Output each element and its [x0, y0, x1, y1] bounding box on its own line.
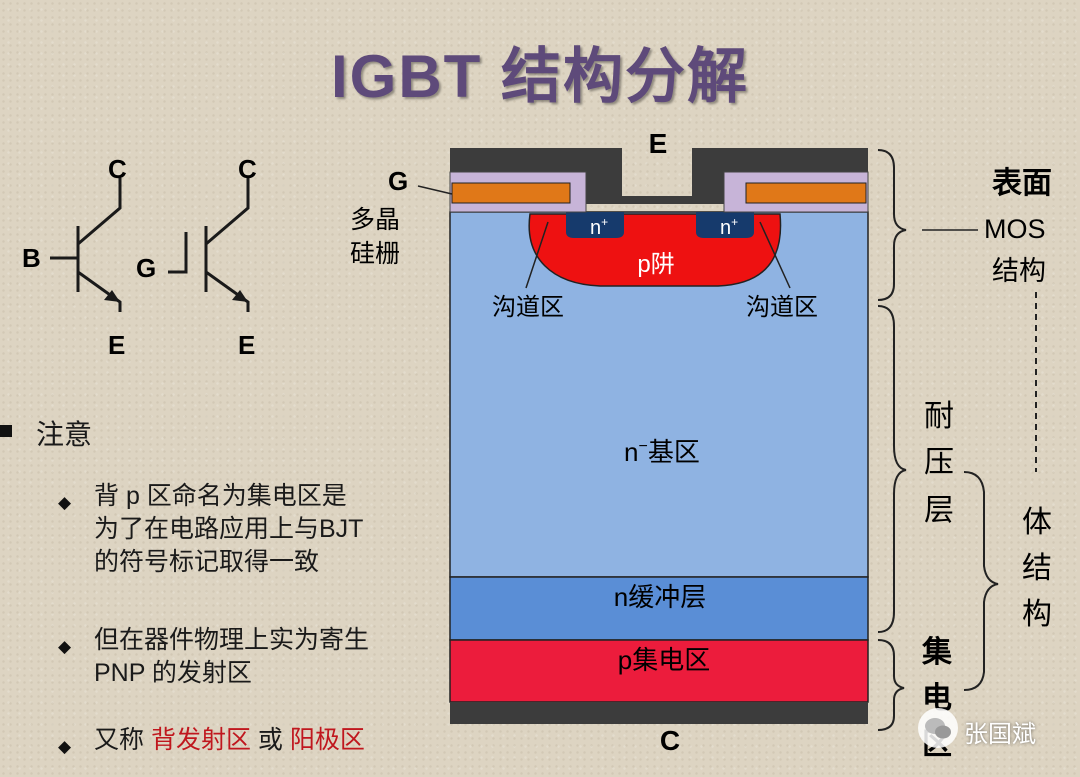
mos-label: MOS — [984, 214, 1046, 244]
diamond-bullet-icon: ◆ — [58, 493, 72, 512]
collector-region-label: p集电区 — [618, 645, 710, 675]
collector-char-1: 集 — [921, 636, 953, 669]
withstand-char-1: 耐 — [924, 400, 954, 433]
n-plus-right — [696, 212, 754, 238]
note-1-line-2: 为了在电路应用上与BJT — [94, 515, 364, 543]
gate-poly-right — [745, 182, 867, 204]
igbt-arrow-icon — [232, 290, 248, 302]
note-2-line-2: PNP 的发射区 — [94, 659, 252, 687]
channel-left-label: 沟道区 — [492, 294, 564, 321]
brace-surface — [877, 149, 907, 301]
body-char-3: 构 — [1022, 598, 1052, 631]
note-1-line-3: 的符号标记取得一致 — [94, 548, 320, 576]
gate-label: G — [388, 166, 408, 196]
note-3-mid: 或 — [250, 726, 290, 754]
page-title: IGBT 结构分解 — [331, 43, 749, 110]
note-1-line-1: 背 p 区命名为集电区是 — [94, 482, 347, 510]
note-item-1: 背 p 区命名为集电区是 为了在电路应用上与BJT 的符号标记取得一致 — [94, 480, 454, 579]
notes-heading: 注意 — [36, 419, 93, 450]
bjt-base-label: B — [22, 243, 41, 273]
withstand-char-2: 压 — [924, 446, 954, 479]
collector-terminal-label: C — [660, 725, 680, 756]
p-well-label: p阱 — [637, 251, 674, 278]
note-item-2: 但在器件物理上实为寄生 PNP 的发射区 — [94, 624, 454, 690]
igbt-collector-label: C — [238, 154, 257, 184]
brace-body — [963, 471, 999, 691]
watermark-text: 张国斌 — [964, 721, 1036, 748]
wechat-logo-icon — [918, 708, 958, 748]
bjt-arrow-icon — [104, 290, 120, 302]
channel-right-pointer-line — [759, 221, 791, 289]
igbt-gate-label: G — [136, 253, 156, 283]
bjt-emitter-label: E — [108, 330, 125, 360]
mos-structure-label: 结构 — [992, 256, 1046, 286]
diamond-bullet-icon: ◆ — [58, 637, 72, 656]
emitter-label: E — [649, 128, 668, 159]
note-2-line-1: 但在器件物理上实为寄生 — [94, 626, 370, 654]
n-base-label: n−基区 — [624, 437, 700, 467]
igbt-emitter-label: E — [238, 330, 255, 360]
withstand-char-3: 层 — [924, 494, 954, 527]
brace-collector — [877, 639, 905, 731]
bjt-collector-label: C — [108, 154, 127, 184]
channel-right-label: 沟道区 — [746, 294, 818, 321]
buffer-label: n缓冲层 — [614, 582, 706, 612]
poly-label-1: 多晶 — [350, 206, 400, 234]
note-3-prefix: 又称 — [94, 726, 151, 754]
surface-label: 表面 — [992, 167, 1052, 200]
note-3-highlight-2: 阳极区 — [289, 726, 365, 754]
body-char-2: 结 — [1022, 552, 1052, 585]
n-plus-left-label: n+ — [590, 215, 608, 239]
gate-pointer-line — [417, 185, 453, 195]
brace-withstand — [877, 305, 907, 633]
collector-metal — [450, 702, 868, 724]
notes-bullet-icon — [0, 425, 12, 437]
body-char-1: 体 — [1022, 506, 1052, 539]
note-3-highlight-1: 背发射区 — [150, 726, 251, 754]
n-plus-right-label: n+ — [720, 215, 738, 239]
channel-left-pointer-line — [525, 221, 549, 289]
gate-poly-left — [451, 182, 571, 204]
igbt-symbols: C B E C G E — [22, 154, 257, 360]
n-plus-left — [566, 212, 624, 238]
poly-label-2: 硅栅 — [350, 240, 400, 268]
note-item-3: 又称 背发射区 或 阳极区 — [94, 724, 474, 757]
diamond-bullet-icon: ◆ — [58, 737, 72, 756]
